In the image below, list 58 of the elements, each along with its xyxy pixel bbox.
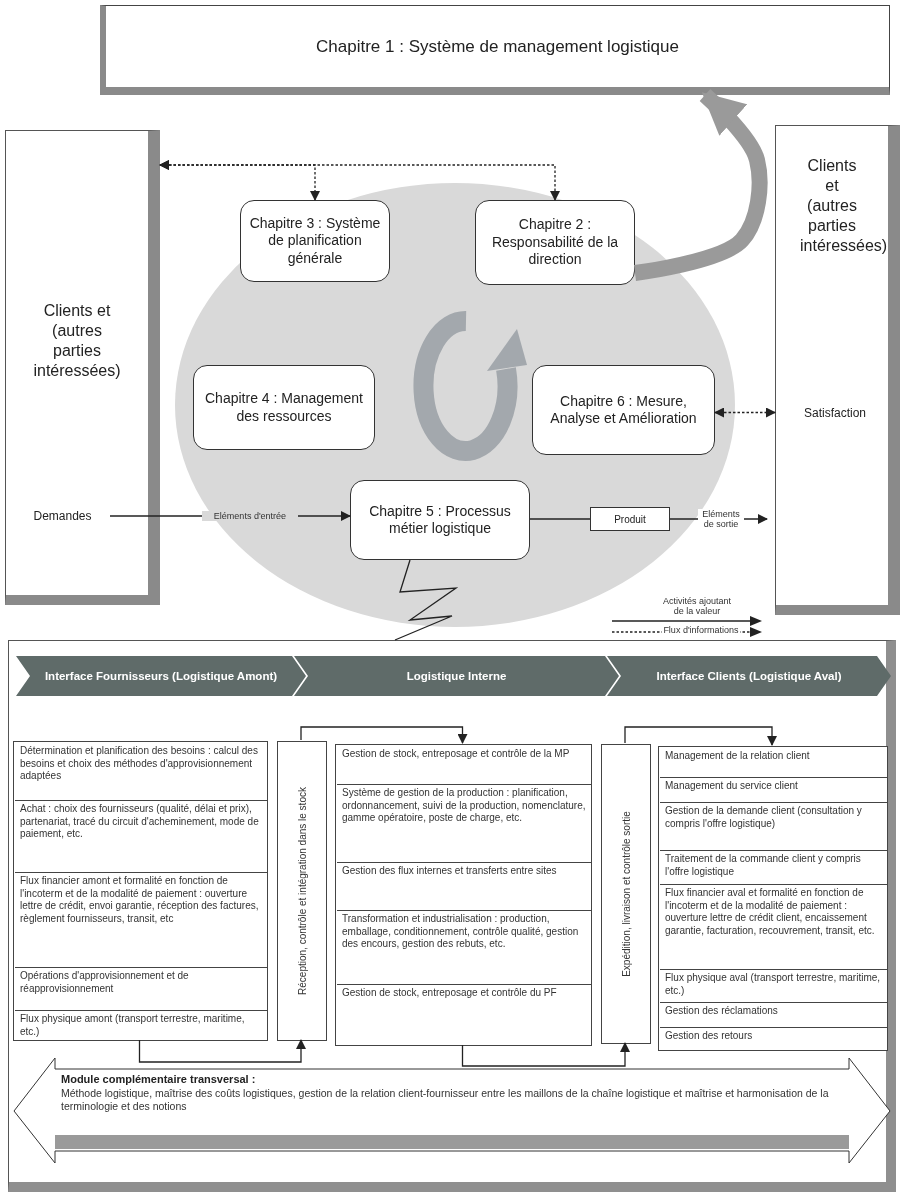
connector-line bbox=[529, 518, 591, 520]
activity-row: Traitement de la commande client y compris l'offre logistique bbox=[660, 851, 888, 885]
stakeholder-pillar bbox=[775, 125, 900, 615]
chapter-box: Chapitre 4 : Management des ressources bbox=[193, 365, 375, 450]
activity-row: Système de gestion de la production : planification, ordonnancement, suivi de la production, nomenclature, gamme opératoire, poste de charge, etc. bbox=[337, 785, 592, 863]
arrow bbox=[300, 726, 468, 744]
node-label: Demandes bbox=[15, 505, 110, 527]
activity-row: Flux financier amont et formalité en fonction de l'incoterm et de la modalité de paiement : ouverture lettre de crédit, envoi garantie, réception des factures, règlement fournisseurs, transit, etc bbox=[15, 873, 268, 968]
connector-line bbox=[394, 559, 459, 641]
activity-row: Transformation et industrialisation : production, emballage, conditionnement, contrôle qualité, gestion des encours, gestion des rebuts, etc. bbox=[337, 911, 592, 985]
chapter-box: Chapitre 5 : Processus métier logistique bbox=[350, 480, 530, 560]
vertical-label: Réception, contrôle et intégration dans le stock bbox=[296, 787, 308, 995]
activity-column bbox=[13, 741, 268, 1041]
double-arrow-band bbox=[13, 1057, 891, 1165]
chapter-box: Chapitre 3 : Système de planification générale bbox=[240, 200, 390, 282]
arrow bbox=[138, 1039, 306, 1063]
chapter-box: Chapitre 2 : Responsabilité de la direction bbox=[475, 200, 635, 285]
activity-row: Management de la relation client bbox=[660, 748, 888, 778]
activity-column bbox=[658, 746, 888, 1051]
vertical-process-box bbox=[277, 741, 327, 1041]
module-description: Méthode logistique, maîtrise des coûts logistiques, gestion de la relation client-fournisseur entre les maillons de la chaîne logistique et maîtrise et harmonisation de la terminologie et des notions bbox=[61, 1087, 830, 1114]
chevron-band: Interface Clients (Logistique Aval) bbox=[607, 656, 891, 696]
activity-row: Gestion de stock, entreposage et contrôle du PF bbox=[337, 985, 592, 1046]
activity-row: Gestion des flux internes et transferts entre sites bbox=[337, 863, 592, 911]
vertical-process-box bbox=[601, 744, 651, 1044]
stakeholder-title: Clients et (autres parties intéressées) bbox=[32, 301, 122, 381]
activity-row: Gestion de la demande client (consultation y compris l'offre logistique) bbox=[660, 803, 888, 851]
arrow bbox=[159, 160, 560, 201]
logistics-panel bbox=[8, 640, 896, 1192]
activity-column bbox=[335, 744, 592, 1046]
legend-label: Flux d'informations bbox=[662, 625, 740, 636]
activity-row: Management du service client bbox=[660, 778, 888, 803]
module-heading: Module complémentaire transversal : bbox=[61, 1073, 256, 1085]
vertical-label: Expédition, livraison et contrôle sortie bbox=[620, 811, 632, 977]
activity-row: Opérations d'approvisionnement et de réapprovisionnement bbox=[15, 968, 268, 1011]
arrow bbox=[624, 726, 777, 746]
activity-row: Achat : choix des fournisseurs (qualité, délai et prix), partenariat, tracé du circuit d'acheminement, mode de paiement, etc. bbox=[15, 801, 268, 873]
activity-row: Flux physique aval (transport terrestre, maritime, etc.) bbox=[660, 970, 888, 1003]
activity-row: Détermination et planification des besoins : calcul des besoins et choix des méthodes d'approvisionnement adaptées bbox=[15, 743, 268, 801]
activity-row: Flux financier aval et formalité en fonction de l'incoterm et de la modalité de paiement : ouverture lettre de crédit client, encaissement garantie, facturation, recouvrement, transit, etc. bbox=[660, 885, 888, 970]
product-box: Produit bbox=[590, 507, 670, 531]
activity-row: Gestion de stock, entreposage et contrôle de la MP bbox=[337, 746, 592, 785]
arrow bbox=[714, 407, 776, 418]
stakeholder-title: Clients et (autres parties intéressées) bbox=[799, 156, 888, 256]
arrow bbox=[461, 1042, 630, 1067]
activity-row: Gestion des retours bbox=[660, 1028, 888, 1051]
curved-arrow bbox=[633, 89, 768, 281]
stakeholder-pillar bbox=[5, 130, 160, 605]
chevron-band: Interface Fournisseurs (Logistique Amont) bbox=[16, 656, 306, 696]
activity-row: Gestion des réclamations bbox=[660, 1003, 888, 1028]
chapter-banner: Chapitre 1 : Système de management logistique bbox=[100, 5, 890, 95]
node-label: Satisfaction bbox=[785, 400, 885, 425]
chevron-band: Logistique Interne bbox=[294, 656, 619, 696]
activity-row: Flux physique amont (transport terrestre, maritime, etc.) bbox=[15, 1011, 268, 1041]
chapter-box: Chapitre 6 : Mesure, Analyse et Amélioration bbox=[532, 365, 715, 455]
legend-label: Activités ajoutant de la valeur bbox=[662, 596, 732, 617]
edge-label: Eléments de sortie bbox=[698, 508, 744, 530]
edge-label: Eléments d'entrée bbox=[202, 511, 298, 522]
